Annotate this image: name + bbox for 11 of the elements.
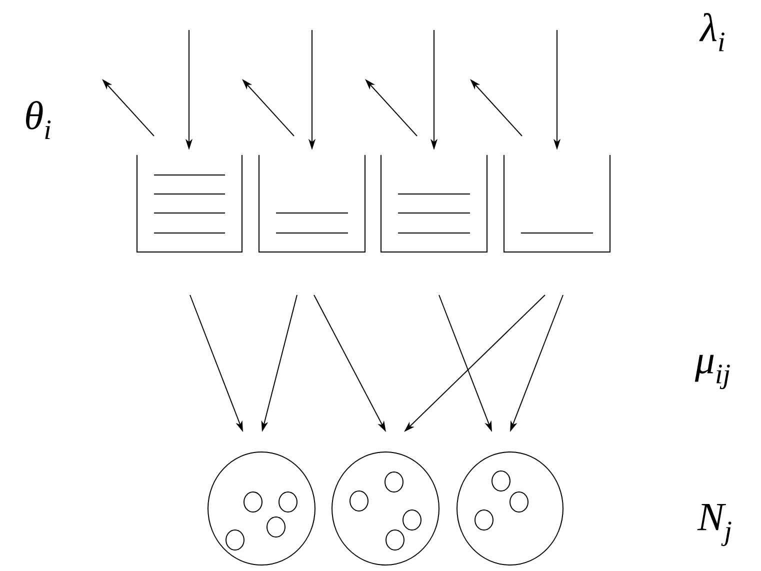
- math-symbol: λ$_{i}$: [699, 12, 724, 52]
- queue-buffer: [136, 154, 242, 252]
- queue-buffer: [380, 154, 488, 252]
- math-symbol: N$_{j}$: [697, 504, 732, 546]
- server-circle: [332, 452, 440, 566]
- queue-buffer: [504, 154, 610, 252]
- queue-buffer: [258, 154, 366, 252]
- server-circle: [456, 452, 564, 566]
- math-symbol: θ$_{i}$: [26, 101, 51, 139]
- server-circle: [208, 452, 316, 566]
- math-symbol: μ$_{ij}$: [694, 354, 730, 390]
